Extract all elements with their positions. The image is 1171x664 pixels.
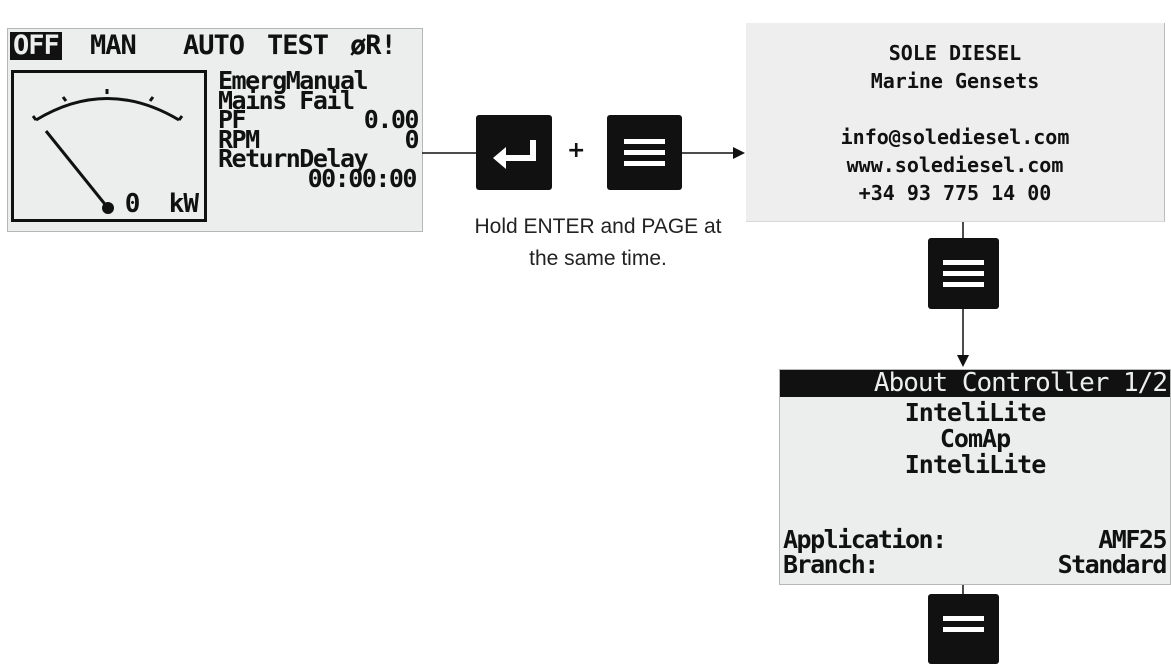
- about-application-row: Application: AMF25: [783, 525, 1167, 554]
- arrowhead-to-about: [957, 355, 969, 367]
- menu-icon: [943, 616, 984, 632]
- about-controller-screen: About Controller 1/2 InteliLite ComAp In…: [779, 369, 1171, 585]
- rpm-label: RPM: [218, 124, 260, 154]
- page-button[interactable]: [607, 115, 682, 190]
- info-web: www.solediesel.com: [846, 153, 1064, 177]
- application-value: AMF25: [1098, 525, 1167, 554]
- mode-man: MAN: [90, 30, 137, 61]
- gauge-unit: kW: [168, 189, 199, 219]
- rpm-value: 0: [404, 124, 419, 154]
- status-line-pf: PF 0.00: [218, 105, 420, 134]
- status-line-timer-value: 00:00:00: [307, 163, 418, 193]
- page-button-2[interactable]: [928, 238, 999, 309]
- caption-line-2: the same time.: [529, 247, 667, 270]
- caption-line-1: Hold ENTER and PAGE at: [474, 215, 722, 238]
- application-label: Application:: [783, 525, 947, 554]
- arrowhead-to-info: [733, 147, 745, 159]
- enter-button[interactable]: [476, 115, 552, 190]
- mode-auto: AUTO: [183, 30, 245, 61]
- about-branch-row: Branch: Standard: [783, 550, 1168, 579]
- gauge-readout: 0 kW: [124, 189, 199, 219]
- status-line-rpm: RPM 0: [218, 124, 419, 154]
- about-header: About Controller 1/2: [780, 370, 1170, 397]
- info-phone: +34 93 775 14 00: [858, 181, 1052, 205]
- branch-label: Branch:: [783, 550, 879, 579]
- status-icons: øR!: [350, 30, 397, 61]
- controller-main-screen: OFF MAN AUTO TEST øR! 0 kW EmergManual M…: [7, 28, 423, 232]
- mode-off: OFF: [10, 32, 62, 60]
- menu-icon: [943, 260, 984, 287]
- branch-value: Standard: [1057, 550, 1168, 579]
- power-gauge: 0 kW: [11, 70, 207, 222]
- about-line-3: InteliLite: [904, 450, 1047, 479]
- page-button-3[interactable]: [928, 594, 999, 664]
- instruction-caption: Hold ENTER and PAGE at the same time.: [445, 211, 751, 275]
- status-line-timer-label: ReturnDelay: [218, 144, 369, 173]
- info-company: SOLE DIESEL: [888, 41, 1022, 65]
- info-product: Marine Gensets: [870, 69, 1040, 93]
- enter-icon: [493, 140, 536, 169]
- status-lines: EmergManual Mains Fail PF 0.00 RPM 0 Retur…: [218, 66, 420, 193]
- gauge-needle-icon: [31, 89, 184, 214]
- pf-label: PF: [218, 105, 247, 134]
- info-panel: SOLE DIESEL Marine Gensets info@soledies…: [746, 23, 1165, 222]
- mode-bar: OFF MAN AUTO TEST øR!: [8, 29, 422, 63]
- about-line-2: ComAp: [939, 424, 1011, 453]
- menu-icon: [624, 139, 665, 166]
- pf-value: 0.00: [363, 105, 420, 134]
- about-line-1: InteliLite: [904, 398, 1047, 427]
- plus-sign: +: [567, 138, 586, 163]
- status-line-state: Mains Fail: [218, 85, 355, 115]
- gauge-value: 0: [124, 189, 141, 219]
- status-line-mode: EmergManual: [218, 66, 369, 95]
- info-email: info@solediesel.com: [840, 125, 1070, 149]
- mode-test: TEST: [267, 30, 329, 61]
